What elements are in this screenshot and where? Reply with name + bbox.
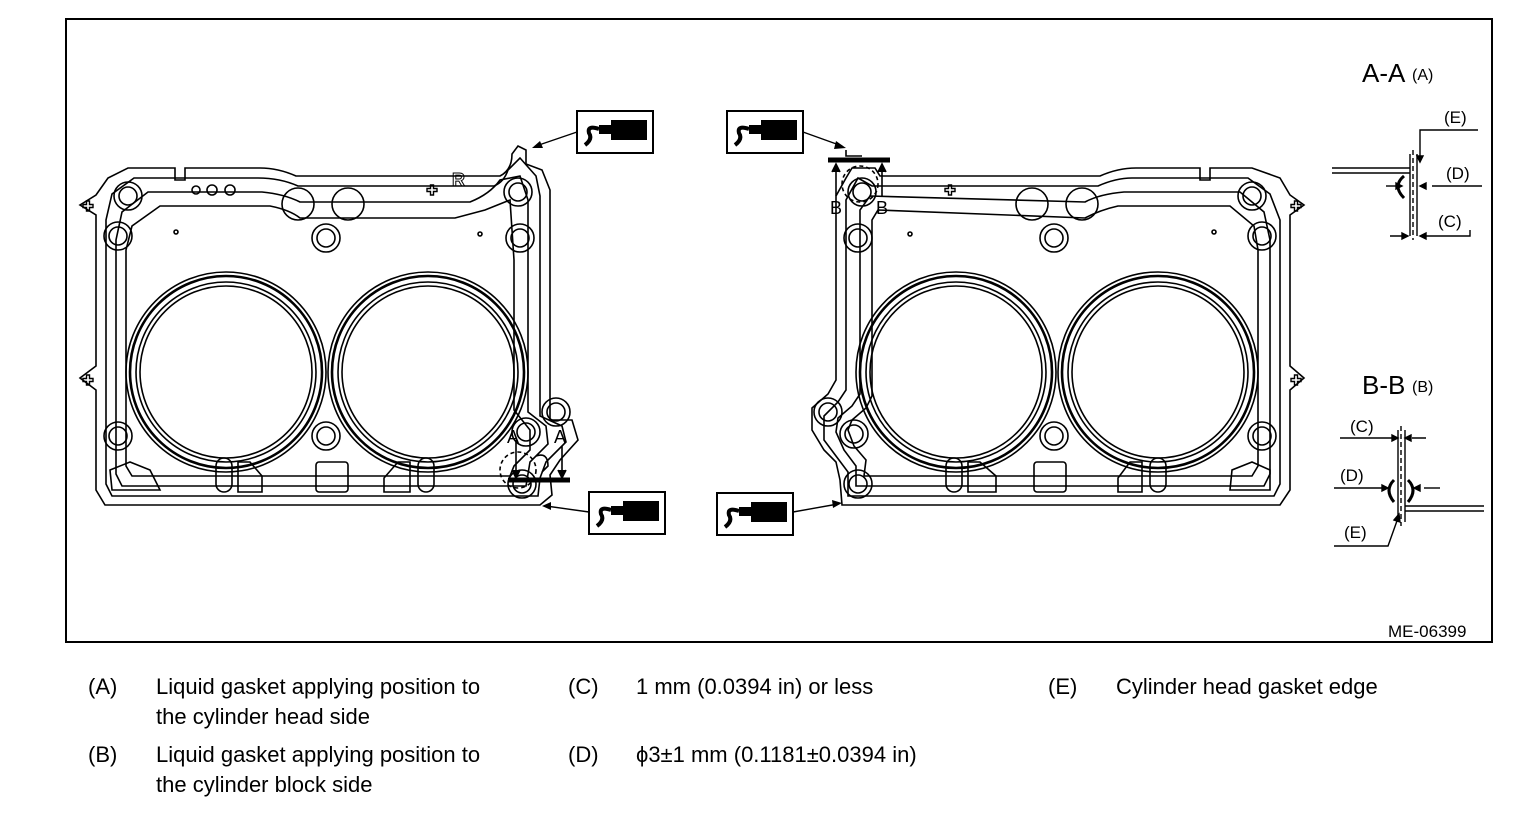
legend-text-b-line2: the cylinder block side [156,772,373,797]
marker-b-left: B [830,198,842,218]
callout-c-a: (C) [1438,212,1462,231]
section-b-ref: (B) [1412,379,1433,396]
right-section-markers [828,150,890,203]
legend-key-e: (E) [1048,674,1078,699]
legend-text-d: ϕ3±1 mm (0.1181±0.0394 in) [636,742,917,767]
legend-text-a-line2: the cylinder head side [156,704,371,729]
callout-e-b: (E) [1344,523,1367,542]
left-section-markers [499,440,570,489]
figure-id: ME-06399 [1388,622,1466,641]
marker-a-right: A [554,427,566,447]
callout-c-b: (C) [1350,417,1374,436]
marker-a-left: A [507,427,519,447]
section-a-ref: (A) [1412,67,1433,84]
section-b-title: B-B [1362,370,1405,400]
right-gasket-ports [907,187,1271,493]
gasket-diagram: R A A [65,18,1493,643]
legend-key-a: (A) [88,674,118,699]
callout-e-a: (E) [1444,108,1467,127]
section-a-title: A-A [1362,58,1406,88]
left-gasket-ports [109,184,483,493]
legend-text-a-line1: Liquid gasket applying position to [156,674,481,699]
legend-text-b-line1: Liquid gasket applying position to [156,742,481,767]
callout-d-b: (D) [1340,466,1364,485]
section-a-detail [1332,129,1482,241]
legend-text-e: Cylinder head gasket edge [1116,674,1378,699]
callout-d-a: (D) [1446,164,1470,183]
figure-frame [65,18,1493,643]
marker-b-right: B [876,198,888,218]
legend-key-c: (C) [568,674,599,699]
legend-text-c: 1 mm (0.0394 in) or less [636,674,874,699]
legend-key-b: (B) [88,742,118,767]
right-gasket [811,167,1306,506]
section-b-detail [1334,426,1484,547]
gasket-mark-r: R [452,170,465,190]
legend-key-d: (D) [568,742,599,767]
